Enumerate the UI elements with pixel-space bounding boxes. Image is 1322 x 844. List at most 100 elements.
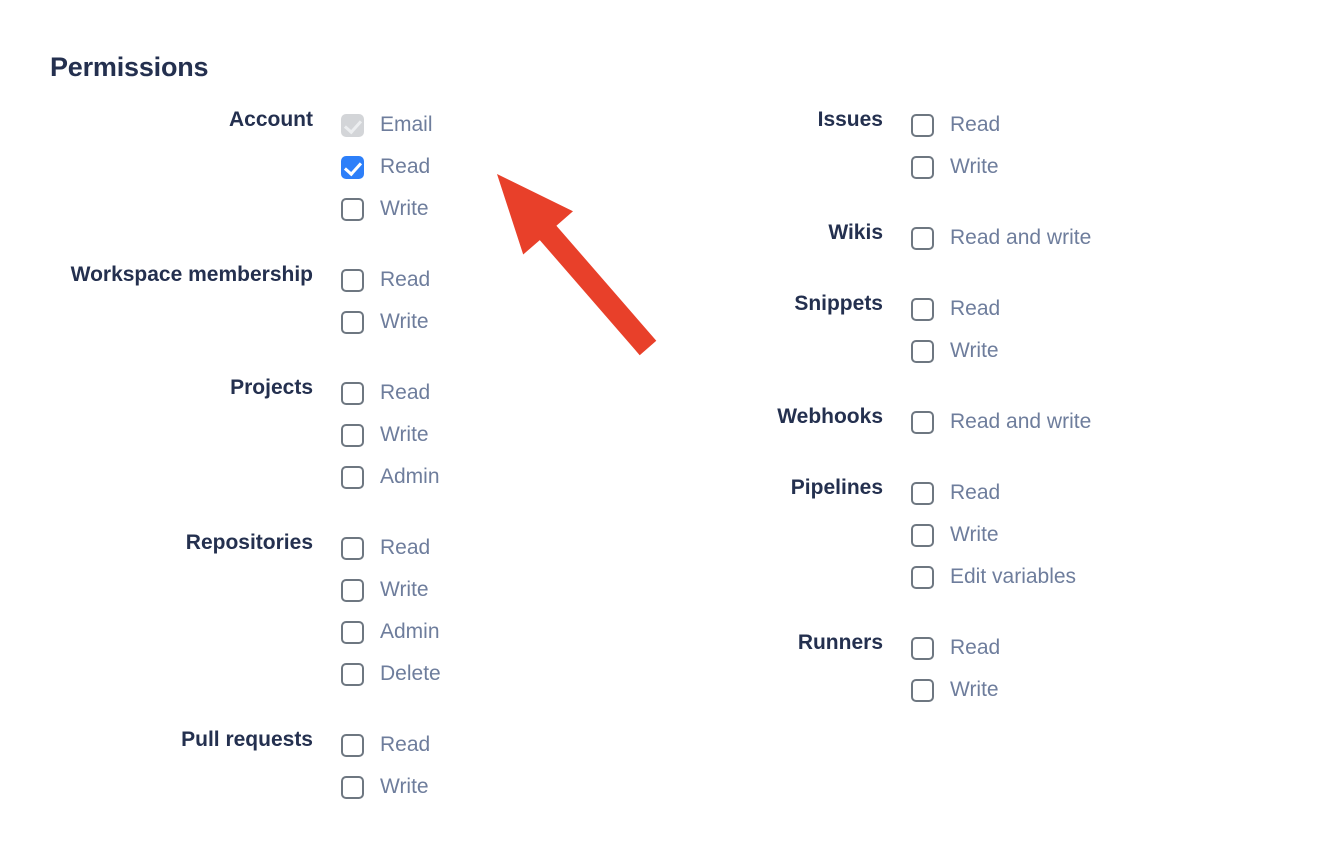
permission-group-label: Pipelines: [790, 476, 883, 499]
permission-option-repositories-delete[interactable]: Delete: [341, 653, 441, 695]
permission-option-label: Write: [380, 578, 429, 601]
permission-option-label: Read: [380, 155, 431, 178]
permission-option-label: Admin: [380, 465, 440, 488]
permission-group-label: Pull requests: [181, 728, 313, 751]
checkbox-account-write[interactable]: [341, 197, 364, 221]
permission-option-label: Read and write: [950, 226, 1092, 249]
checkbox-pipelines-write[interactable]: [911, 523, 934, 547]
permission-option-label: Write: [950, 678, 999, 701]
permission-group-label: Webhooks: [777, 405, 883, 428]
checkbox-webhooks-read-and-write[interactable]: [911, 410, 934, 434]
permission-option-label: Edit variables: [950, 565, 1077, 588]
checkbox-projects-read[interactable]: [341, 381, 364, 405]
permission-option-repositories-write[interactable]: Write: [341, 569, 441, 611]
checkbox-pull-requests-read[interactable]: [341, 733, 364, 757]
permission-option-list: Read and write: [911, 217, 1091, 259]
permission-option-runners-read[interactable]: Read: [911, 627, 1000, 669]
permission-option-account-read[interactable]: Read: [341, 146, 433, 188]
permission-option-runners-write[interactable]: Write: [911, 669, 1000, 711]
checkbox-pipelines-read[interactable]: [911, 481, 934, 505]
checkbox-runners-write[interactable]: [911, 678, 934, 702]
checkmark-icon: [343, 157, 363, 176]
checkbox-repositories-admin[interactable]: [341, 620, 364, 644]
permission-option-label: Read: [950, 297, 1001, 320]
permission-group-label: Snippets: [794, 292, 883, 315]
permission-option-label: Read: [380, 381, 431, 404]
checkmark-icon: [343, 115, 363, 134]
permission-option-account-email[interactable]: Email: [341, 104, 433, 146]
permission-option-label: Write: [950, 523, 999, 546]
permission-option-label: Delete: [380, 662, 441, 685]
checkbox-repositories-delete[interactable]: [341, 662, 364, 686]
permission-option-list: Read and write: [911, 401, 1091, 443]
checkbox-issues-read[interactable]: [911, 113, 934, 137]
permission-option-label: Write: [950, 155, 999, 178]
checkbox-pipelines-edit-variables[interactable]: [911, 565, 934, 589]
permission-option-label: Write: [950, 339, 999, 362]
permission-option-wikis-read-and-write[interactable]: Read and write: [911, 217, 1091, 259]
checkbox-snippets-read[interactable]: [911, 297, 934, 321]
permission-option-account-write[interactable]: Write: [341, 188, 433, 230]
checkbox-account-email: [341, 113, 364, 137]
permission-option-snippets-read[interactable]: Read: [911, 288, 1000, 330]
permission-option-repositories-admin[interactable]: Admin: [341, 611, 441, 653]
permission-option-pipelines-write[interactable]: Write: [911, 514, 1076, 556]
permission-option-workspace-membership-write[interactable]: Write: [341, 301, 430, 343]
permission-group-label: Repositories: [185, 531, 313, 554]
permission-option-repositories-read[interactable]: Read: [341, 527, 441, 569]
permission-option-label: Read and write: [950, 410, 1092, 433]
checkbox-pull-requests-write[interactable]: [341, 775, 364, 799]
checkbox-workspace-membership-read[interactable]: [341, 268, 364, 292]
permission-option-webhooks-read-and-write[interactable]: Read and write: [911, 401, 1091, 443]
permission-option-snippets-write[interactable]: Write: [911, 330, 1000, 372]
checkbox-workspace-membership-write[interactable]: [341, 310, 364, 334]
permission-option-pull-requests-write[interactable]: Write: [341, 766, 430, 808]
checkbox-snippets-write[interactable]: [911, 339, 934, 363]
checkbox-projects-write[interactable]: [341, 423, 364, 447]
permission-option-label: Write: [380, 197, 429, 220]
permission-option-label: Read: [950, 636, 1001, 659]
permission-group-label: Projects: [230, 376, 313, 399]
checkbox-runners-read[interactable]: [911, 636, 934, 660]
permission-group-label: Wikis: [828, 221, 883, 244]
permission-option-projects-admin[interactable]: Admin: [341, 456, 440, 498]
permission-option-label: Read: [380, 536, 431, 559]
permission-group-wikis: Wikis Read and write: [660, 217, 1322, 259]
permission-option-pipelines-edit-variables[interactable]: Edit variables: [911, 556, 1076, 598]
checkbox-repositories-read[interactable]: [341, 536, 364, 560]
permission-option-label: Write: [380, 423, 429, 446]
permission-option-label: Read: [380, 268, 431, 291]
permission-option-workspace-membership-read[interactable]: Read: [341, 259, 430, 301]
permission-group-label: Account: [229, 108, 313, 131]
permission-option-label: Read: [380, 733, 431, 756]
permission-group-webhooks: Webhooks Read and write: [660, 401, 1322, 443]
checkbox-account-read[interactable]: [341, 155, 364, 179]
permission-option-projects-write[interactable]: Write: [341, 414, 440, 456]
permission-option-issues-read[interactable]: Read: [911, 104, 1000, 146]
checkbox-repositories-write[interactable]: [341, 578, 364, 602]
permission-option-pipelines-read[interactable]: Read: [911, 472, 1076, 514]
permission-group-label: Runners: [797, 631, 883, 654]
permission-option-projects-read[interactable]: Read: [341, 372, 440, 414]
page-title: Permissions: [50, 52, 209, 82]
checkbox-projects-admin[interactable]: [341, 465, 364, 489]
checkbox-issues-write[interactable]: [911, 155, 934, 179]
permission-option-issues-write[interactable]: Write: [911, 146, 1000, 188]
permission-option-pull-requests-read[interactable]: Read: [341, 724, 430, 766]
checkbox-wikis-read-and-write[interactable]: [911, 226, 934, 250]
